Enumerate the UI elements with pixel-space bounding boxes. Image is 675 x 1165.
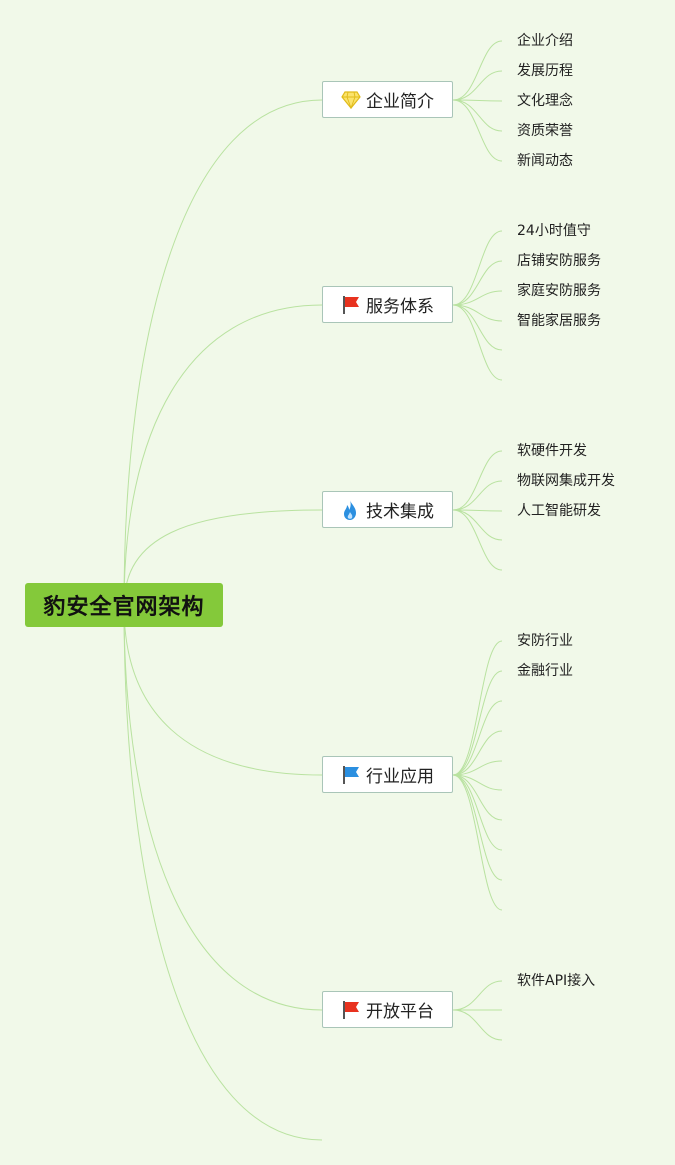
- root-topic[interactable]: 豹安全官网架构: [25, 583, 223, 627]
- leaf-connector: [452, 260, 503, 306]
- root-topic-label: 豹安全官网架构: [43, 595, 205, 620]
- root-connector: [123, 509, 323, 607]
- branch-label: 行业应用: [366, 767, 434, 787]
- leaf-connector: [452, 509, 503, 571]
- leaf-connector: [452, 509, 503, 512]
- red-flag-icon: [341, 294, 361, 316]
- leaf-connector: [452, 774, 503, 821]
- leaf-connector: [452, 230, 503, 306]
- leaf-connector: [452, 99, 503, 102]
- leaf-item[interactable]: 24小时值守: [517, 223, 591, 239]
- leaf-item[interactable]: 家庭安防服务: [517, 283, 601, 299]
- fire-icon: [341, 499, 361, 521]
- leaf-connector: [452, 480, 503, 511]
- leaf-connector: [452, 1009, 503, 1041]
- branch-tech-integration[interactable]: 技术集成: [322, 491, 453, 528]
- leaf-item[interactable]: 新闻动态: [517, 153, 573, 169]
- branch-service-system[interactable]: 服务体系: [322, 286, 453, 323]
- branch-industry-application[interactable]: 行业应用: [322, 756, 453, 793]
- leaf-connector: [452, 304, 503, 351]
- branch-open-platform[interactable]: 开放平台: [322, 991, 453, 1028]
- leaf-connector: [452, 290, 503, 306]
- leaf-item[interactable]: 金融行业: [517, 663, 573, 679]
- leaf-item[interactable]: 发展历程: [517, 63, 573, 79]
- leaf-connector: [452, 509, 503, 541]
- root-connector: [123, 605, 323, 1141]
- leaf-connector: [452, 450, 503, 511]
- leaf-item[interactable]: 企业介绍: [517, 33, 573, 49]
- leaf-item[interactable]: 店铺安防服务: [517, 253, 601, 269]
- leaf-connector: [452, 70, 503, 101]
- leaf-connector: [452, 760, 503, 776]
- leaf-connector: [452, 670, 503, 776]
- leaf-item[interactable]: 资质荣誉: [517, 123, 573, 139]
- branch-label: 技术集成: [366, 502, 434, 522]
- leaf-connector: [452, 774, 503, 881]
- leaf-connector: [452, 99, 503, 162]
- leaf-connector: [452, 99, 503, 132]
- leaf-item[interactable]: 软件API接入: [517, 973, 596, 989]
- blue-flag-icon: [341, 764, 361, 786]
- root-connector: [123, 605, 323, 776]
- diamond-icon: [341, 89, 361, 111]
- leaf-item[interactable]: 文化理念: [517, 93, 573, 109]
- branch-company-intro[interactable]: 企业简介: [322, 81, 453, 118]
- leaf-item[interactable]: 人工智能研发: [517, 503, 601, 519]
- branch-label: 服务体系: [366, 297, 434, 317]
- red-flag-icon: [341, 999, 361, 1021]
- leaf-item[interactable]: 智能家居服务: [517, 313, 601, 329]
- leaf-connector: [452, 730, 503, 776]
- leaf-item[interactable]: 物联网集成开发: [517, 473, 615, 489]
- leaf-item[interactable]: 安防行业: [517, 633, 573, 649]
- root-connector: [123, 605, 323, 1011]
- root-connector: [123, 99, 323, 607]
- leaf-connector: [452, 980, 503, 1011]
- leaf-connector: [452, 774, 503, 911]
- leaf-connector: [452, 304, 503, 381]
- leaf-connector: [452, 700, 503, 776]
- branch-label: 企业简介: [366, 92, 434, 112]
- root-connector: [123, 304, 323, 607]
- leaf-item[interactable]: 软硬件开发: [517, 443, 587, 459]
- leaf-connector: [452, 774, 503, 851]
- leaf-connector: [452, 40, 503, 101]
- leaf-connector: [452, 640, 503, 776]
- branch-label: 开放平台: [366, 1002, 434, 1022]
